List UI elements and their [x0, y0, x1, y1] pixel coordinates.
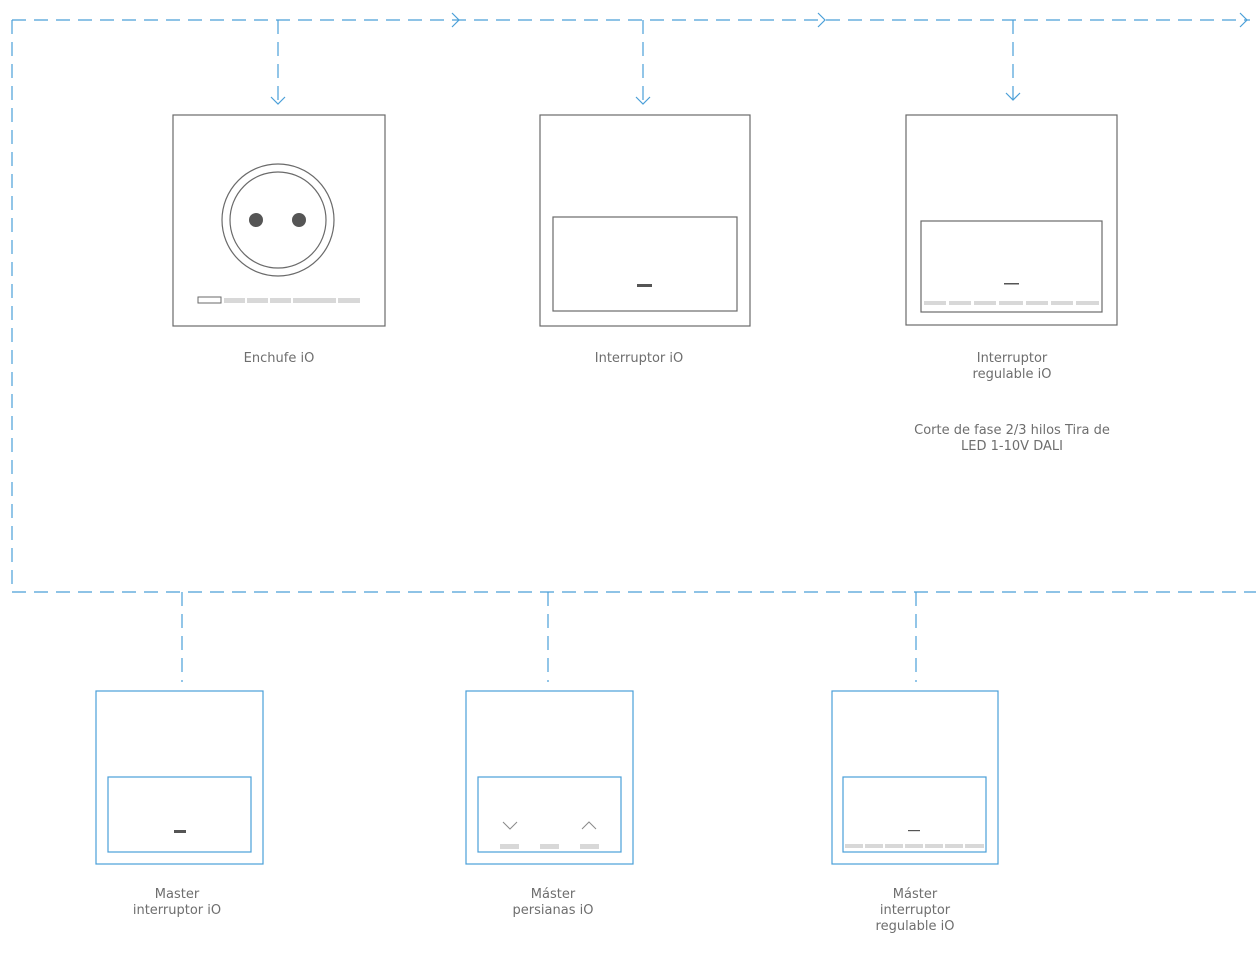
interruptor-regulable-device: [905, 114, 1118, 326]
interruptor-regulable-notes: Corte de fase 2/3 hilos Tira de LED 1-10…: [914, 423, 1110, 454]
enchufe-device: [172, 114, 386, 327]
socket-pin-right: [292, 213, 306, 227]
link-to-enchufe: [270, 20, 286, 105]
socket-pin-left: [249, 213, 263, 227]
top-bus-line: [12, 12, 1250, 28]
master-persianas-label: Máster persianas iO: [512, 887, 594, 918]
master-interruptor-regulable-label: Máster interruptor regulable iO: [875, 887, 955, 934]
interruptor-device: [539, 114, 751, 327]
dimmer-led: [1004, 283, 1019, 285]
chevron-down-icon: [502, 821, 518, 830]
interruptor-regulable-label: Interruptor regulable iO: [972, 351, 1052, 382]
link-to-interruptor: [635, 20, 651, 105]
rocker-led: [637, 284, 652, 287]
master-interruptor-regulable-device: [831, 690, 999, 865]
master-dimmer-led: [908, 830, 920, 832]
master-interruptor-label: Master interruptor iO: [132, 887, 222, 918]
master-rocker-panel: [107, 776, 252, 853]
interruptor-label: Interruptor iO: [594, 351, 684, 366]
led-indicator-outline: [197, 296, 222, 304]
link-to-interruptor-regulable: [1005, 20, 1021, 101]
master-interruptor-device: [95, 690, 264, 865]
enchufe-label: Enchufe iO: [243, 351, 315, 366]
persianas-panel: [477, 776, 622, 853]
master-rocker-led: [174, 830, 186, 833]
socket-inner-ring: [229, 171, 327, 269]
master-dimmer-panel: [842, 776, 987, 853]
dimmer-panel: [920, 220, 1103, 313]
chevron-up-icon: [581, 821, 597, 830]
master-persianas-device: [465, 690, 634, 865]
rocker-panel: [552, 216, 738, 312]
